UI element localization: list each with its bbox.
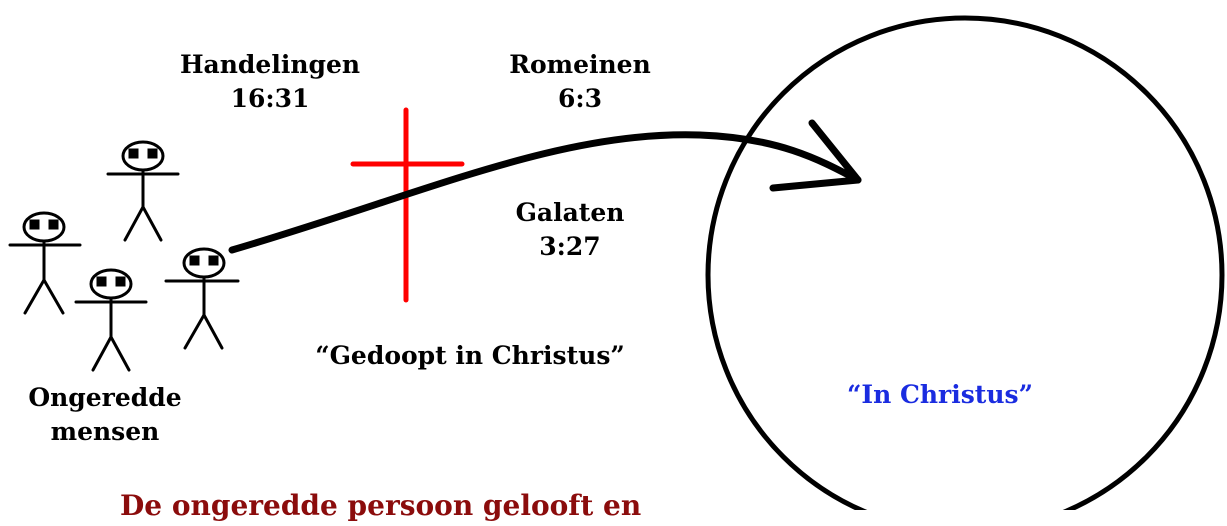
stick-figure-believer: [164, 247, 240, 350]
reference-book: Galaten: [515, 198, 625, 227]
stick-figure-left: [8, 211, 82, 315]
reference-verse: 6:3: [557, 84, 603, 113]
reference-verse: 3:27: [539, 232, 601, 261]
diagram-canvas: [8, 15, 1225, 510]
cross-icon: [350, 107, 465, 303]
bottom-sentence: De ongeredde persoon gelooft en: [120, 489, 642, 522]
stick-figure-back: [106, 140, 180, 242]
reference-galaten: Galaten 3:27: [460, 196, 680, 264]
reference-handelingen: Handelingen 16:31: [160, 48, 380, 116]
caption-line: mensen: [50, 417, 160, 446]
stick-figure-front: [74, 268, 148, 372]
caption-line: Ongeredde: [28, 383, 182, 412]
arrow-head-icon: [769, 119, 862, 192]
reference-verse: 16:31: [230, 84, 310, 113]
reference-book: Handelingen: [179, 50, 361, 79]
path-arrow: [228, 131, 862, 254]
caption-ongeredde-mensen: Ongeredde mensen: [0, 381, 210, 449]
caption-in-christus: “In Christus”: [847, 380, 1033, 409]
reference-romeinen: Romeinen 6:3: [470, 48, 690, 116]
in-christus-circle: [705, 15, 1225, 510]
reference-book: Romeinen: [509, 50, 651, 79]
caption-gedoopt: “Gedoopt in Christus”: [315, 341, 625, 370]
